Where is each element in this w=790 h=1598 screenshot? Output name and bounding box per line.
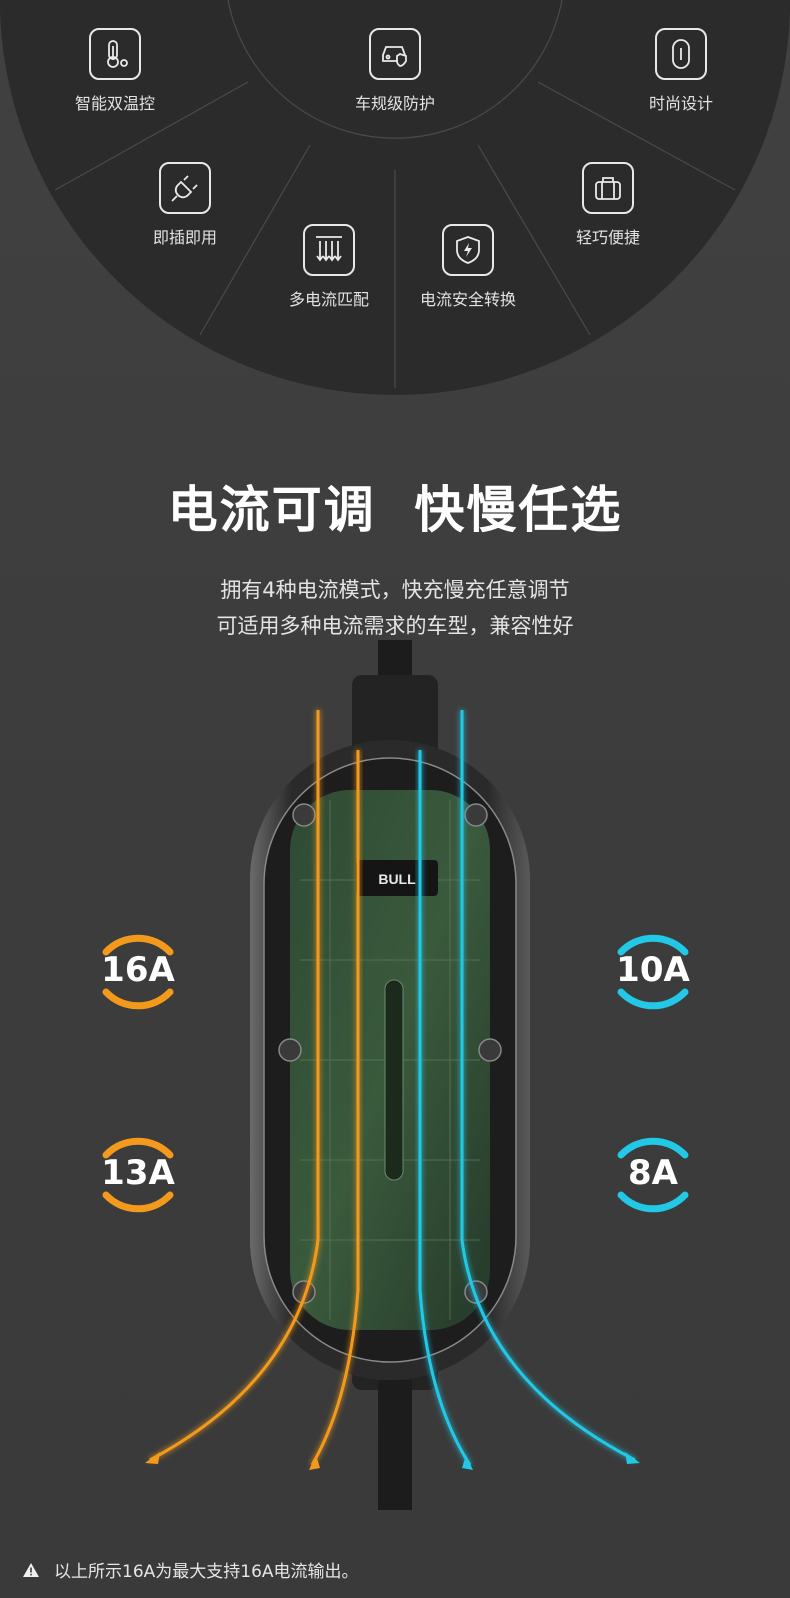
current-ring-10a: 10A bbox=[603, 922, 703, 1022]
brand-logo: BULL bbox=[378, 871, 416, 887]
shield-lightning-icon bbox=[442, 224, 494, 276]
feature-stylish-design: 时尚设计 bbox=[611, 28, 751, 114]
features-fan-panel bbox=[0, 0, 790, 395]
plug-icon bbox=[159, 162, 211, 214]
current-ring-8a: 8A bbox=[603, 1125, 703, 1225]
feature-label: 智能双温控 bbox=[74, 94, 155, 113]
feature-multi-current: 多电流匹配 bbox=[259, 224, 399, 310]
bag-icon bbox=[582, 162, 634, 214]
feature-smart-temp: 智能双温控 bbox=[45, 28, 185, 114]
current-value: 13A bbox=[101, 1153, 175, 1193]
feature-lightweight: 轻巧便捷 bbox=[538, 162, 678, 248]
subtitle-line-2: 可适用多种电流需求的车型，兼容性好 bbox=[216, 614, 574, 638]
thermometer-gear-icon bbox=[89, 28, 141, 80]
footnote: 以上所示16A为最大支持16A电流输出。 bbox=[22, 1557, 359, 1582]
feature-car-protection: 车规级防护 bbox=[325, 28, 465, 114]
feature-label: 时尚设计 bbox=[648, 94, 713, 113]
subtitle-line-1: 拥有4种电流模式，快充慢充任意调节 bbox=[220, 578, 570, 602]
feature-label: 多电流匹配 bbox=[288, 290, 369, 309]
feature-label: 电流安全转换 bbox=[419, 290, 516, 309]
current-value: 16A bbox=[101, 950, 175, 990]
warning-icon bbox=[23, 1562, 39, 1577]
current-ring-13a: 13A bbox=[88, 1125, 188, 1225]
feature-label: 车规级防护 bbox=[354, 94, 435, 113]
current-value: 10A bbox=[616, 950, 690, 990]
headline: 电流可调 快慢任选 bbox=[167, 481, 623, 539]
current-value: 8A bbox=[628, 1153, 678, 1193]
multi-arrow-down-icon bbox=[303, 224, 355, 276]
device-outline-icon bbox=[655, 28, 707, 80]
current-ring-16a: 16A bbox=[88, 922, 188, 1022]
charger-device-illustration: BULL bbox=[145, 640, 640, 1510]
feature-plug-and-play: 即插即用 bbox=[115, 162, 255, 248]
footnote-text: 以上所示16A为最大支持16A电流输出。 bbox=[54, 1562, 359, 1582]
feature-label: 即插即用 bbox=[152, 228, 217, 247]
feature-label: 轻巧便捷 bbox=[575, 228, 640, 247]
feature-safe-conversion: 电流安全转换 bbox=[398, 224, 538, 310]
car-shield-icon bbox=[369, 28, 421, 80]
